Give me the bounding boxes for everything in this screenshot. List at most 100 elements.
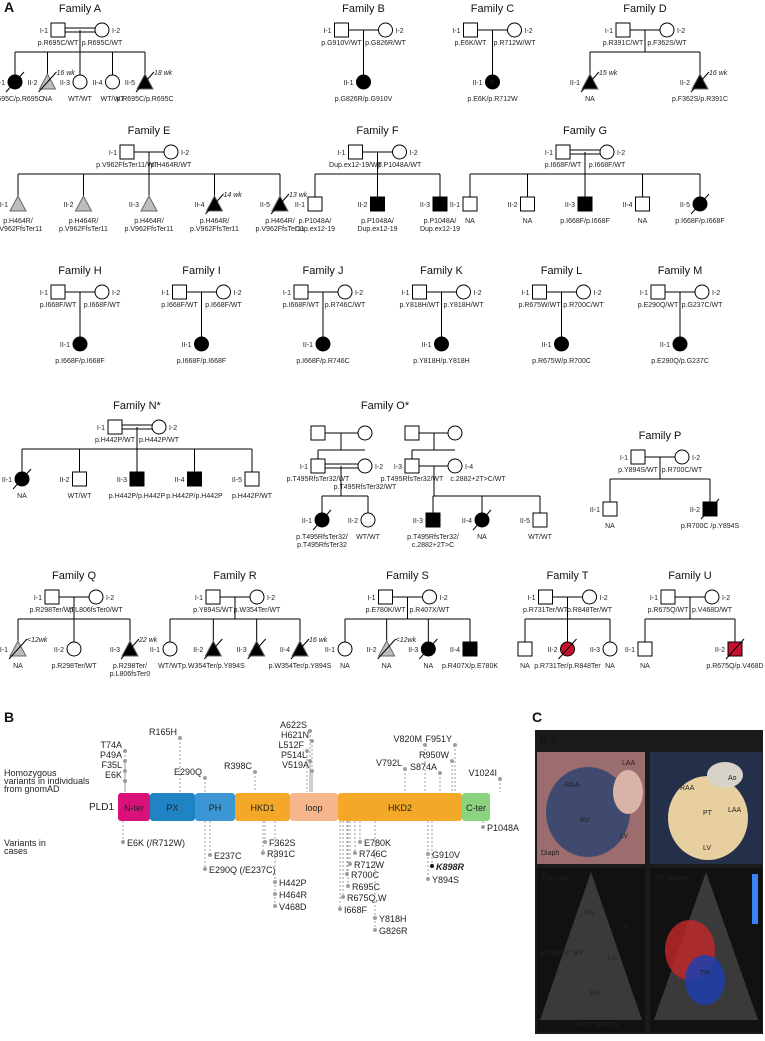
case-variant: E237C [214,851,242,861]
gestation-note: 18 wk [154,70,173,77]
individual-id-line: I-2 [181,150,189,157]
genotype-line: c.2882+2T>C/WT [450,476,506,483]
genotype: WT/WT [101,96,125,103]
echo-label-line: Thin wall [541,875,569,882]
gestation-note: 16 wk [709,70,728,77]
variant-dot [308,729,312,733]
variant-dot [346,884,350,888]
male-symbol [244,471,260,487]
male-symbol [72,471,87,487]
individual-id: II-2 [348,518,358,525]
individual-id: II-2 [507,202,517,209]
gnomad-variant: R398C [224,761,253,771]
gestation-note: <12wk [396,637,417,644]
anatomy-label: PT [703,810,713,817]
genotype: p.T495RfsTer32/WT [334,484,397,491]
family-title-line: Family D [623,3,666,15]
individual-id-line: II-1 [2,477,12,484]
individual-id: I-1 [640,290,648,297]
female-symbol [337,284,353,300]
genotype-line: p.R391C/WT [603,40,644,47]
genotype-line: p.P1048A/ [299,218,332,225]
individual-id: II-4 [622,202,632,209]
female-symbol [357,425,373,441]
individual-id: II-1 [625,647,635,654]
gnomad-variant-line: F951Y [425,734,452,744]
genotype-line: p.V468D/WT [692,607,733,614]
pedigree-panel: Family AI-1I-2p.R695C/WTp.R695C/WTII-1p.… [0,3,764,678]
genotype: p.H464R/p.V962FfsTer11 [0,218,43,233]
genotype: p.E6K/p.R712W [467,96,518,103]
family-title-line: Family F [356,125,398,137]
genotype-line: NA [640,663,650,670]
genotype: p.Y894S/WT [618,467,658,474]
variant-dot [430,864,434,868]
case-variant-line: K898R [436,862,465,872]
case-variant: Y818H [379,914,407,924]
individual-id-line: II-5 [125,80,135,87]
male-symbol [50,284,66,300]
genotype-line: WT/WT [68,493,92,500]
anatomy-label-line: LV [620,833,628,840]
individual-id-line: I-1 [527,595,535,602]
genotype: p.R675W/p.R700C [532,358,591,365]
deceased-slash [580,71,600,93]
individual-id-line: I-2 [375,464,383,471]
variant-dot [273,904,277,908]
individual-id: I-1 [452,28,460,35]
gnomad-variant: E6K [105,770,122,780]
genotype: p.R407X/WT [409,607,450,614]
genotype: NA [585,96,595,103]
individual-id: I-1 [109,150,117,157]
case-label-line: II-5 [540,733,558,747]
female-symbol [194,336,209,352]
heart-aorta [707,762,743,788]
genotype: p.I668F/WT [40,302,77,309]
genotype-line: p.W354Ter/p.Y894S [269,663,332,670]
individual-id: II-1 [181,342,191,349]
genotype-line: p.V962FfsTer11 [256,226,305,233]
genotype: p.R700C/WT [662,467,703,474]
deceased-slash [377,638,397,660]
heart-rv-dilated [546,767,630,857]
doppler-scale [752,874,758,924]
genotype: p.H442P/WT [139,437,180,444]
echo-label-line: RA [590,990,600,997]
anatomy-label-line: Ao [728,775,737,782]
genotype-line: WT/WT [101,96,125,103]
family-title-line: Family L [541,265,583,277]
genotype-line: p.H442P/WT [95,437,136,444]
genotype-line: p.T495RfsTer32/WT [287,476,350,483]
variant-dot [253,770,257,774]
genotype: Dup.ex12-19/WT [329,162,383,169]
genotype-line: p.H464R/ [265,218,295,225]
individual-id-line: I-2 [712,290,720,297]
individual-id-line: II-4 [622,202,632,209]
genotype-line: p.I668F/WT [205,302,242,309]
gestation-note: 13 wk [289,192,308,199]
deceased-slash [203,638,223,660]
genotype-line: p.R700C/WT [662,467,703,474]
case-variant-line: E6K (/R712W) [127,838,185,848]
gnomad-variant-line: V1024I [468,768,497,778]
individual-id: I-1 [300,464,308,471]
case-variant-line: F362S [269,838,296,848]
male-symbol [129,471,145,487]
genotype: p.I668F/p.I668F [675,218,724,225]
case-variant: G826R [379,926,408,936]
family-title: Family I [182,265,221,277]
family-title: Family D [623,3,666,15]
genotype: p.P1048A/WT [378,162,422,169]
genotype: p.W354Ter/WT [234,607,281,614]
variant-dot [261,851,265,855]
male-symbol [310,458,326,474]
genotype: p.V468D/WT [692,607,733,614]
variant-dot [498,777,502,781]
echo-label-line: LA [608,955,617,962]
individual-id: I-2 [525,28,533,35]
genotype-line: p.T495RfsTer32/WT [334,484,397,491]
female-symbol [360,512,376,528]
